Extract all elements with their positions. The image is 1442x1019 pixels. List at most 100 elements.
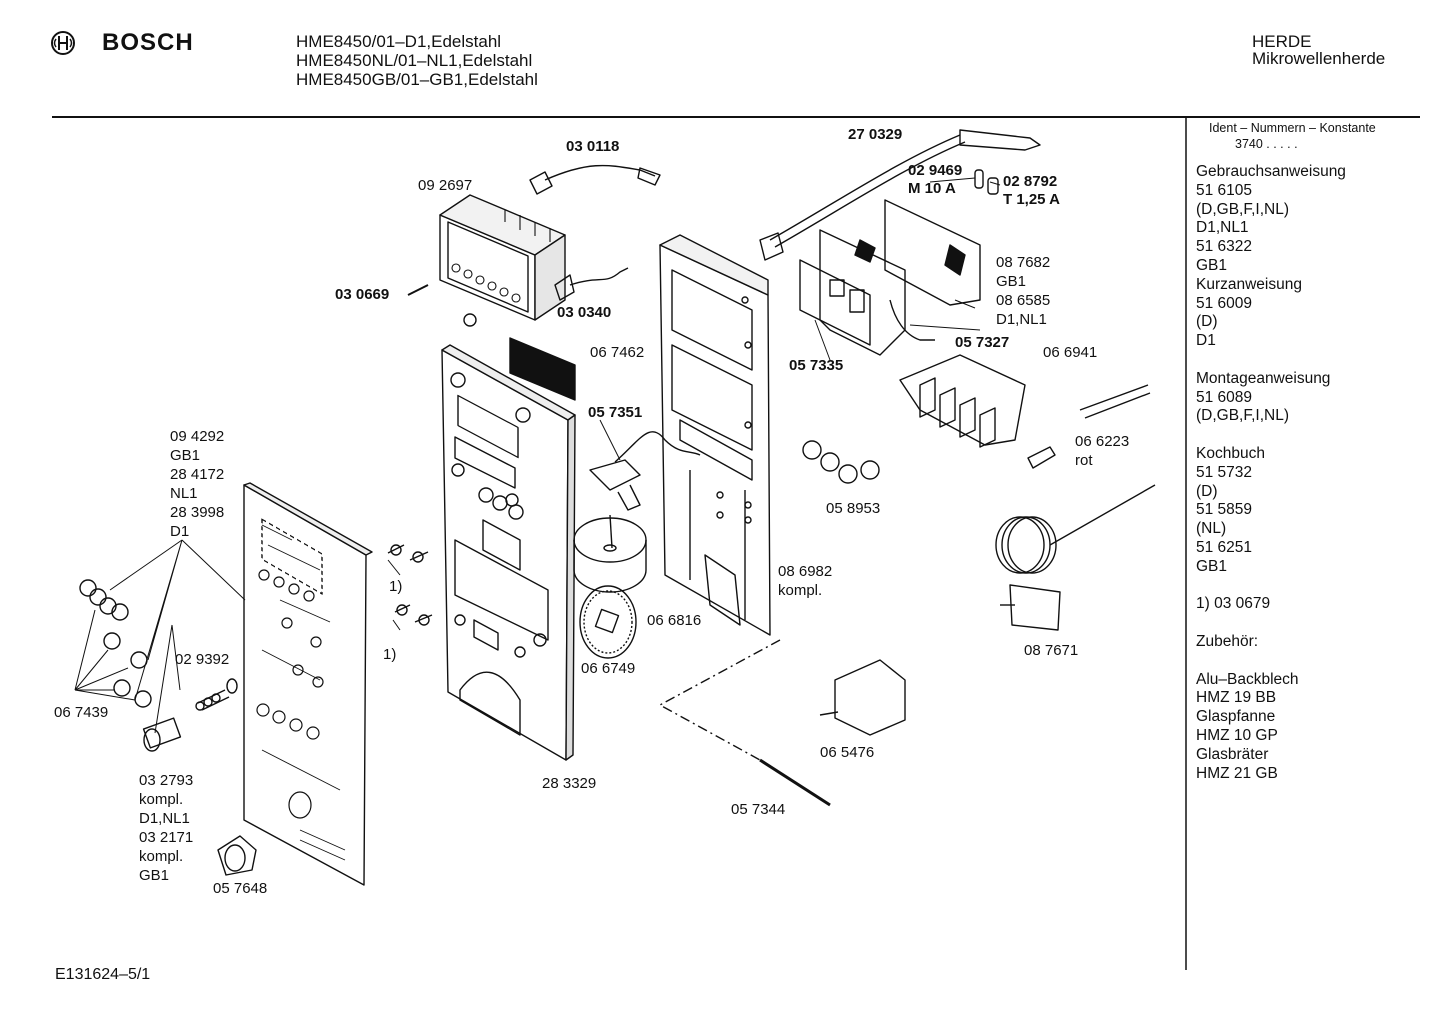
top-cable bbox=[759, 129, 1041, 261]
sidebar-row: Kurzanweisung bbox=[1196, 275, 1302, 293]
sidebar-row: D1 bbox=[1196, 332, 1216, 350]
sidebar-row: 1) 03 0679 bbox=[1196, 595, 1271, 613]
model-line-2: HME8450NL/01–NL1,Edelstahl bbox=[296, 51, 533, 70]
part-057327: 05 7327 bbox=[955, 334, 1010, 351]
sidebar-row: (D,GB,F,I,NL) bbox=[1196, 200, 1290, 218]
part-066941: 06 6941 bbox=[1043, 344, 1098, 361]
rotary-knob bbox=[217, 835, 257, 876]
subcategory-title: Mikrowellenherde bbox=[1252, 49, 1386, 68]
knob-variant-item: kompl. bbox=[139, 791, 184, 808]
fuse-rating-m10a: M 10 A bbox=[908, 180, 956, 197]
knob-variant-item: GB1 bbox=[139, 867, 170, 884]
lamp-color-rot: rot bbox=[1075, 452, 1093, 469]
part-087682: 08 7682 bbox=[996, 254, 1051, 271]
inner-panel-frame bbox=[441, 344, 576, 761]
sidebar-row: GB1 bbox=[1196, 557, 1228, 575]
sidebar-row: D1,NL1 bbox=[1196, 219, 1249, 237]
sidebar-row: Zubehör: bbox=[1196, 632, 1259, 650]
footnote-marker-2: 1) bbox=[383, 646, 397, 663]
wiring-harness bbox=[589, 431, 701, 511]
knob-variant-item: 03 2793 bbox=[139, 772, 194, 789]
sidebar-row: (D) bbox=[1196, 482, 1218, 500]
panel-variant-item: 28 4172 bbox=[170, 466, 225, 483]
sidebar-row: 51 6322 bbox=[1196, 238, 1253, 256]
drawing-id: E131624–5/1 bbox=[55, 966, 151, 983]
sidebar-row: 51 6009 bbox=[1196, 294, 1253, 312]
ident-title: Ident – Nummern – Konstante bbox=[1209, 121, 1376, 135]
sidebar-row: Kochbuch bbox=[1196, 444, 1265, 462]
fuses bbox=[974, 169, 999, 195]
part-066223: 06 6223 bbox=[1075, 433, 1130, 450]
sidebar-spacer bbox=[1196, 652, 1436, 671]
part-029392: 02 9392 bbox=[175, 651, 230, 668]
part-092697: 09 2697 bbox=[418, 177, 473, 194]
sidebar-row: Glasbräter bbox=[1196, 745, 1269, 763]
sidebar-spacer bbox=[1196, 614, 1436, 633]
leader-lines bbox=[74, 177, 1001, 734]
sidebar-row: 51 5859 bbox=[1196, 501, 1253, 519]
gear-wheel bbox=[579, 585, 637, 659]
part-030669: 03 0669 bbox=[335, 286, 390, 303]
part-086982: 08 6982 bbox=[778, 563, 833, 580]
part-067439: 06 7439 bbox=[54, 704, 109, 721]
part-283329: 28 3329 bbox=[542, 775, 597, 792]
sidebar-row: HMZ 21 GB bbox=[1196, 764, 1278, 782]
sidebar-row: 51 6105 bbox=[1196, 181, 1253, 199]
variant-d1nl1: D1,NL1 bbox=[996, 311, 1047, 328]
bosch-logo-icon bbox=[50, 30, 76, 61]
sidebar-spacer bbox=[1196, 577, 1436, 596]
part-087671: 08 7671 bbox=[1024, 642, 1079, 659]
fan-assembly bbox=[573, 514, 647, 593]
part-030340: 03 0340 bbox=[557, 304, 612, 321]
part-067462: 06 7462 bbox=[590, 344, 645, 361]
part-066749: 06 6749 bbox=[581, 660, 636, 677]
part-058953: 05 8953 bbox=[826, 500, 881, 517]
ident-value: 3740 . . . . . bbox=[1235, 137, 1298, 151]
display-module bbox=[407, 164, 661, 327]
sidebar-row: 51 6089 bbox=[1196, 388, 1253, 406]
knob-set bbox=[802, 440, 880, 484]
model-line-1: HME8450/01–D1,Edelstahl bbox=[296, 32, 502, 51]
sidebar-row: 51 6251 bbox=[1196, 538, 1253, 556]
sidebar-row: (D,GB,F,I,NL) bbox=[1196, 407, 1290, 425]
model-line-3: HME8450GB/01–GB1,Edelstahl bbox=[296, 70, 538, 89]
part-028792: 02 8792 bbox=[1003, 173, 1058, 190]
panel-variant-item: 09 4292 bbox=[170, 428, 225, 445]
variant-gb1: GB1 bbox=[996, 273, 1027, 290]
knob-variant-list: 03 2793 kompl. D1,NL1 03 2171 kompl. GB1 bbox=[139, 771, 193, 885]
chassis-frame bbox=[659, 234, 771, 636]
knob-variant-item: kompl. bbox=[139, 848, 184, 865]
brand-name: BOSCH bbox=[102, 29, 194, 56]
panel-variant-list: 09 4292 GB1 28 4172 NL1 28 3998 D1 bbox=[170, 427, 224, 541]
display-window-film bbox=[509, 337, 576, 401]
rotary-switch bbox=[819, 659, 906, 736]
fuse-rating-t125a: T 1,25 A bbox=[1003, 191, 1060, 208]
thermostat bbox=[995, 484, 1156, 631]
part-066816: 06 6816 bbox=[647, 612, 702, 629]
button-caps bbox=[79, 579, 152, 708]
part-057344: 05 7344 bbox=[731, 801, 786, 818]
part-057648: 05 7648 bbox=[213, 880, 268, 897]
sidebar-row: Alu–Backblech bbox=[1196, 670, 1299, 688]
sidebar-row: Gebrauchsanweisung bbox=[1196, 163, 1346, 180]
sidebar-row: (NL) bbox=[1196, 520, 1227, 538]
screws bbox=[387, 544, 433, 626]
sidebar-row: HMZ 10 GP bbox=[1196, 726, 1278, 744]
panel-variant-item: GB1 bbox=[170, 447, 201, 464]
part-086585: 08 6585 bbox=[996, 292, 1051, 309]
footnote-marker-1: 1) bbox=[389, 578, 403, 595]
shaft bbox=[659, 639, 831, 807]
panel-variant-item: NL1 bbox=[170, 485, 198, 502]
relay-block bbox=[899, 354, 1026, 448]
category-title: HERDE bbox=[1252, 32, 1312, 51]
part-029469: 02 9469 bbox=[908, 162, 963, 179]
pcb-assembly bbox=[799, 199, 981, 356]
part-086982-kompl: kompl. bbox=[778, 582, 823, 599]
knob-and-spring bbox=[142, 678, 238, 752]
sidebar-row: Glaspfanne bbox=[1196, 708, 1276, 726]
panel-variant-item: D1 bbox=[170, 523, 190, 540]
lamp bbox=[1027, 384, 1151, 469]
